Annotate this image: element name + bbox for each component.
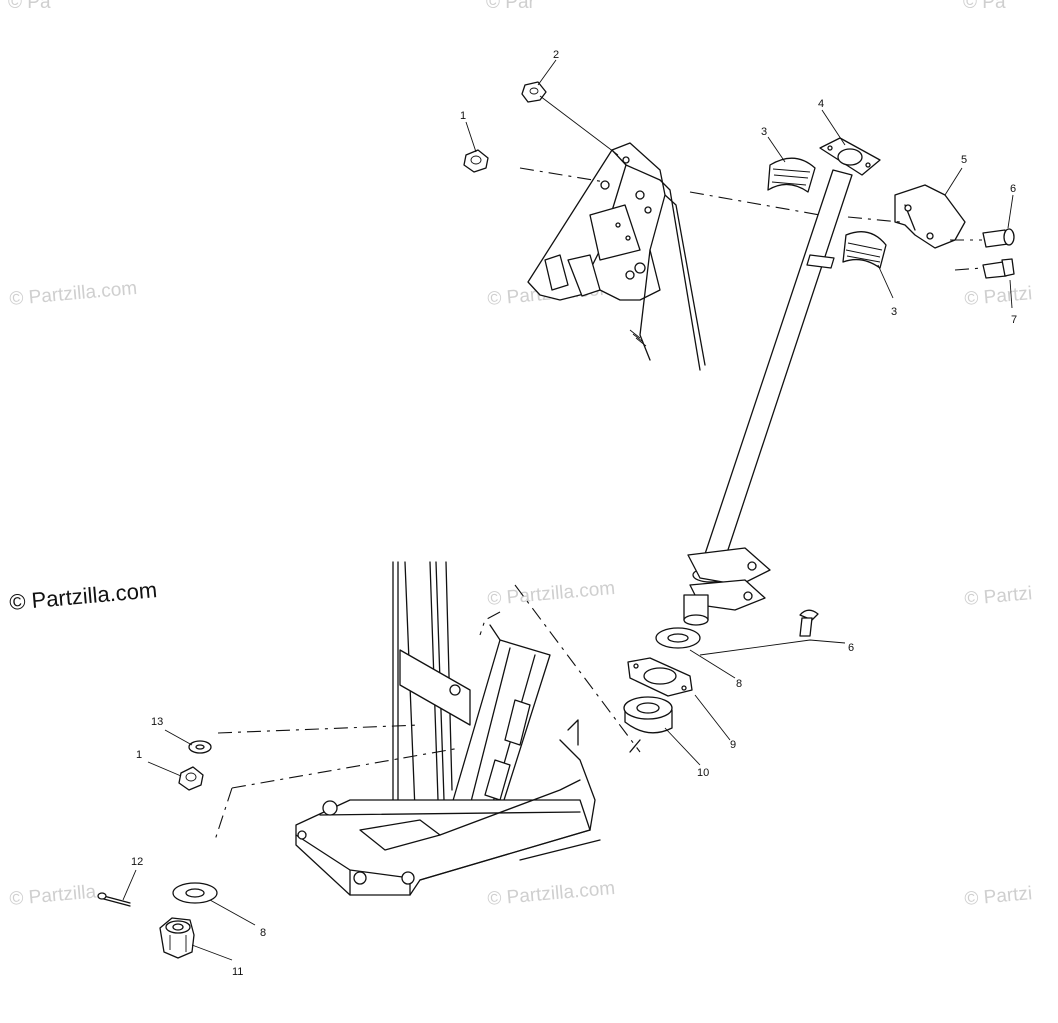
callout-8-lower: 8 <box>260 927 266 939</box>
part-9-flange-plate <box>627 657 693 697</box>
part-2-fitting <box>521 81 547 103</box>
part-6-bolt-upper <box>982 228 1015 248</box>
callout-2: 2 <box>553 49 559 61</box>
watermark-center-lower: © Partzilla.com <box>487 878 616 910</box>
callout-10: 10 <box>697 767 709 779</box>
part-3-bushing-lower <box>842 231 887 269</box>
part-5-clamp-bracket <box>894 184 966 249</box>
lower-frame <box>295 561 601 896</box>
watermark-left-upper: © Partzilla.com <box>9 278 138 310</box>
part-6-bolt-lower <box>799 609 819 637</box>
upper-mounting-plate <box>527 142 706 371</box>
callout-4: 4 <box>818 98 824 110</box>
callout-1-upper: 1 <box>460 110 466 122</box>
part-10-bushing <box>623 696 673 734</box>
watermark-top-left: © Pa <box>8 0 51 13</box>
assembly-lines <box>214 167 983 841</box>
callout-3-lower: 3 <box>891 306 897 318</box>
part-8-washer-upper <box>655 627 701 649</box>
watermark-right-lower: © Partzi <box>964 883 1033 910</box>
watermark-right-middle: © Partzi <box>964 583 1033 610</box>
part-13-washer <box>188 740 212 754</box>
callout-13: 13 <box>151 716 163 728</box>
callout-6-lower: 6 <box>848 642 854 654</box>
callout-3-upper: 3 <box>761 126 767 138</box>
watermarks: © Partzilla.com © Partzilla.com © Partzi… <box>8 0 1033 910</box>
callout-1-lower: 1 <box>136 749 142 761</box>
callout-labels: 1 2 3 4 5 6 3 7 6 8 9 10 13 1 12 8 11 <box>131 49 1017 978</box>
part-7-bolt <box>982 258 1015 279</box>
callout-8-upper: 8 <box>736 678 742 690</box>
part-3-bushing-upper <box>767 157 816 193</box>
part-4-top-flange <box>819 137 881 176</box>
steering-column <box>683 169 853 626</box>
part-1-nut-upper <box>463 149 489 173</box>
watermark-top-right: © Pa <box>963 0 1006 13</box>
watermark-left-lower: © Partzilla <box>9 881 98 910</box>
callout-11: 11 <box>232 966 243 978</box>
part-12-cotter-pin <box>97 892 131 907</box>
callout-5: 5 <box>961 154 967 166</box>
leader-lines <box>122 59 1014 961</box>
part-1-nut-lower <box>178 766 204 791</box>
watermark-left-middle: © Partzilla.com <box>8 577 158 615</box>
part-8-washer-lower <box>172 882 218 904</box>
watermark-right-upper: © Partzi <box>964 283 1033 310</box>
callout-7: 7 <box>1011 314 1017 326</box>
watermark-center-middle: © Partzilla.com <box>487 578 616 610</box>
watermark-top-center: © Par <box>486 0 536 13</box>
callout-6-upper: 6 <box>1010 183 1016 195</box>
callout-12: 12 <box>131 856 143 868</box>
callout-9: 9 <box>730 739 736 751</box>
part-11-castle-nut <box>159 917 195 959</box>
